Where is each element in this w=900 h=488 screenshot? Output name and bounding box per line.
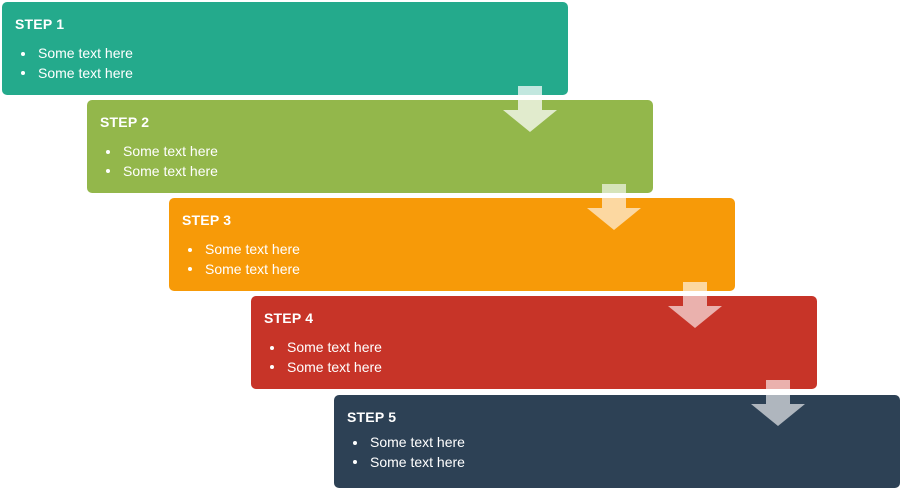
step-box-4: STEP 4 Some text here Some text here [251, 296, 817, 389]
bullet-icon [270, 345, 274, 350]
bullet-item: Some text here [182, 260, 735, 280]
bullet-text: Some text here [123, 162, 218, 179]
step-bullet-list: Some text here Some text here [15, 44, 568, 83]
down-arrow-icon [751, 380, 805, 426]
bullet-text: Some text here [370, 453, 465, 470]
bullet-text: Some text here [38, 45, 133, 61]
bullet-item: Some text here [264, 338, 817, 358]
step-box-3: STEP 3 Some text here Some text here [169, 198, 735, 291]
step-box-2: STEP 2 Some text here Some text here [87, 100, 653, 193]
down-arrow-icon [587, 184, 641, 230]
bullet-text: Some text here [287, 339, 382, 355]
step-bullet-list: Some text here Some text here [100, 142, 653, 181]
step-title: STEP 5 [347, 409, 397, 425]
bullet-item: Some text here [15, 44, 568, 64]
step-bullet-list: Some text here Some text here [347, 433, 900, 472]
bullet-icon [188, 247, 192, 252]
bullet-text: Some text here [123, 143, 218, 159]
bullet-icon [21, 51, 25, 56]
step-title: STEP 1 [15, 16, 65, 32]
bullet-icon [106, 149, 110, 154]
bullet-icon [353, 440, 357, 445]
step-box-1: STEP 1 Some text here Some text here [2, 2, 568, 95]
bullet-item: Some text here [182, 240, 735, 260]
bullet-icon [106, 169, 110, 174]
bullet-icon [353, 460, 357, 465]
step-bullet-list: Some text here Some text here [182, 240, 735, 279]
bullet-item: Some text here [100, 162, 653, 182]
step-box-5: STEP 5 Some text here Some text here [334, 395, 900, 488]
bullet-text: Some text here [38, 64, 133, 81]
bullet-item: Some text here [15, 64, 568, 84]
bullet-icon [188, 267, 192, 272]
down-arrow-icon [668, 282, 722, 328]
bullet-text: Some text here [205, 260, 300, 277]
bullet-icon [21, 71, 25, 76]
bullet-item: Some text here [100, 142, 653, 162]
bullet-text: Some text here [287, 358, 382, 375]
bullet-item: Some text here [347, 433, 900, 453]
bullet-item: Some text here [264, 358, 817, 378]
down-arrow-icon [503, 86, 557, 132]
step-title: STEP 3 [182, 212, 232, 228]
bullet-text: Some text here [205, 241, 300, 257]
bullet-text: Some text here [370, 434, 465, 450]
bullet-icon [270, 365, 274, 370]
bullet-item: Some text here [347, 453, 900, 473]
step-title: STEP 4 [264, 310, 314, 326]
step-bullet-list: Some text here Some text here [264, 338, 817, 377]
step-title: STEP 2 [100, 114, 150, 130]
